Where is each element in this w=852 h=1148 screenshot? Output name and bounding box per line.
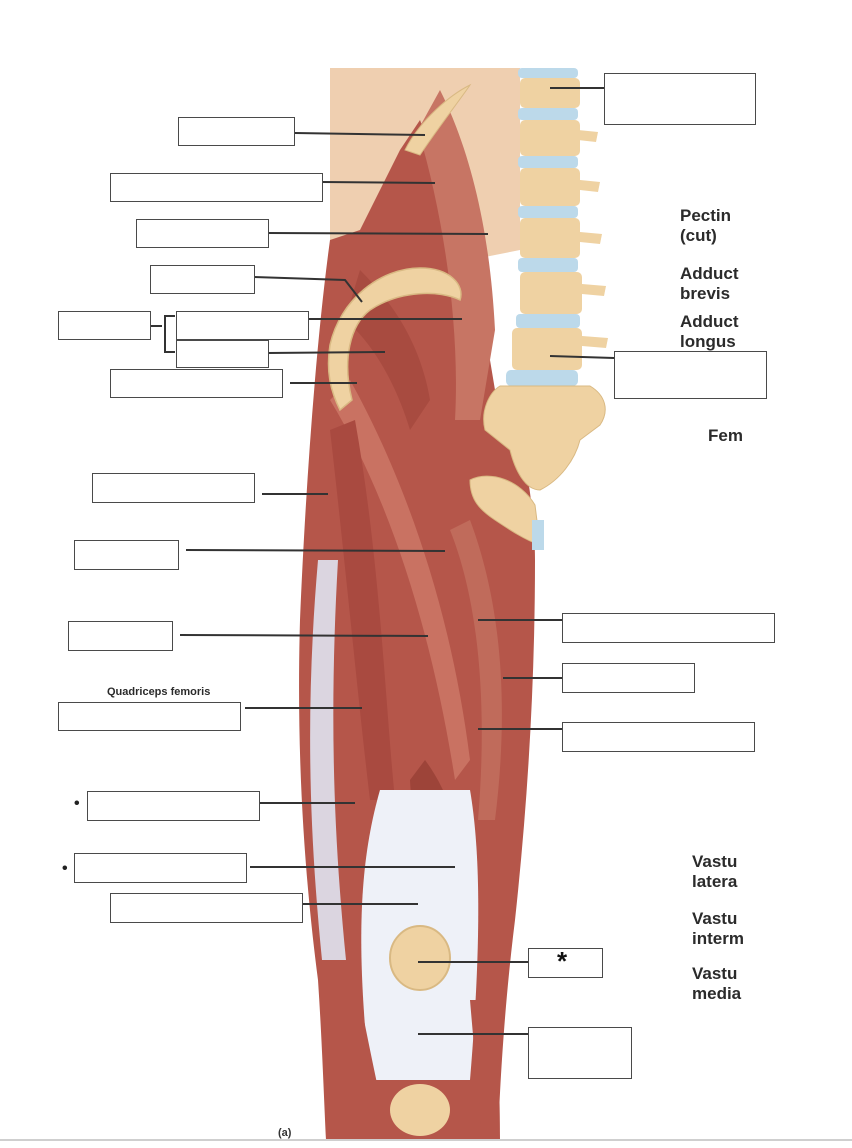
transverse-process [582, 336, 608, 348]
vertebra [520, 78, 580, 108]
sacrum-bone [483, 385, 606, 491]
label-box-17[interactable] [614, 351, 767, 399]
transverse-process [580, 232, 602, 244]
label-box-16[interactable] [604, 73, 756, 125]
label-box-2[interactable] [110, 173, 323, 202]
label-box-1[interactable] [178, 117, 295, 146]
vertebral-disc [516, 314, 580, 328]
adductor-longus-label: Adduct longus [680, 312, 739, 351]
vertebra [520, 218, 580, 258]
rib-bone [404, 83, 472, 156]
label-box-12[interactable] [58, 702, 241, 731]
label-box-18[interactable] [562, 613, 775, 643]
adductor-brevis-label: Adduct brevis [680, 264, 739, 303]
patella-bone [389, 925, 451, 991]
pectineus-label: Pectin (cut) [680, 206, 732, 245]
label-box-6[interactable] [176, 311, 309, 340]
iliac-crest-bone [327, 267, 462, 412]
label-box-21[interactable] [528, 948, 603, 978]
label-box-14[interactable] [74, 853, 247, 883]
label-box-4[interactable] [150, 265, 255, 294]
vertebral-disc [518, 68, 578, 78]
vertebra [520, 120, 580, 156]
bullet-dot: • [62, 860, 68, 877]
rectus-femoris-muscle [330, 420, 395, 800]
femur-label: Fem [708, 426, 743, 445]
vertebra [512, 328, 582, 370]
label-box-7[interactable] [176, 340, 269, 368]
figure-caption: (a) [278, 1127, 292, 1139]
label-box-11[interactable] [68, 621, 173, 651]
pubic-bone [469, 475, 541, 546]
leader-lines [150, 87, 615, 1035]
label-box-10[interactable] [74, 540, 179, 570]
asterisk-mark: * [557, 946, 568, 976]
vertebral-disc [506, 370, 578, 386]
vastus-intermedius-label: Vastu interm [692, 909, 744, 948]
label-box-3[interactable] [136, 219, 269, 248]
bottom-divider [0, 1139, 852, 1141]
label-box-9[interactable] [92, 473, 255, 503]
label-box-13[interactable] [87, 791, 260, 821]
sartorius-muscle [330, 380, 470, 780]
lumbar-vertebral-column [506, 68, 608, 386]
vertebra [520, 272, 582, 314]
label-box-20[interactable] [562, 722, 755, 752]
iliotibial-tract [310, 560, 346, 960]
vertebral-disc [518, 108, 578, 120]
transverse-process [578, 130, 598, 142]
vertebral-disc [518, 206, 578, 218]
adductor-group [450, 520, 502, 820]
vastus-medialis-label: Vastu media [692, 964, 742, 1003]
label-box-5[interactable] [58, 311, 151, 340]
pubic-symphysis-cartilage [532, 520, 544, 550]
vastus-lateralis-label: Vastu latera [692, 852, 738, 891]
psoas-major-muscle [418, 90, 495, 420]
transverse-process [580, 180, 600, 192]
bullet-dot: • [74, 795, 80, 812]
vertebra [520, 168, 580, 206]
vertebral-disc [518, 156, 578, 168]
label-box-8[interactable] [110, 369, 283, 398]
quadriceps-femoris-label: Quadriceps femoris [107, 686, 211, 698]
transverse-process [582, 284, 606, 296]
tibial-tuberosity [390, 1084, 450, 1136]
label-box-15[interactable] [110, 893, 303, 923]
label-box-19[interactable] [562, 663, 695, 693]
lower-leg-muscle-left [326, 1000, 390, 1140]
vertebral-disc [518, 258, 578, 272]
label-box-22[interactable] [528, 1027, 632, 1079]
